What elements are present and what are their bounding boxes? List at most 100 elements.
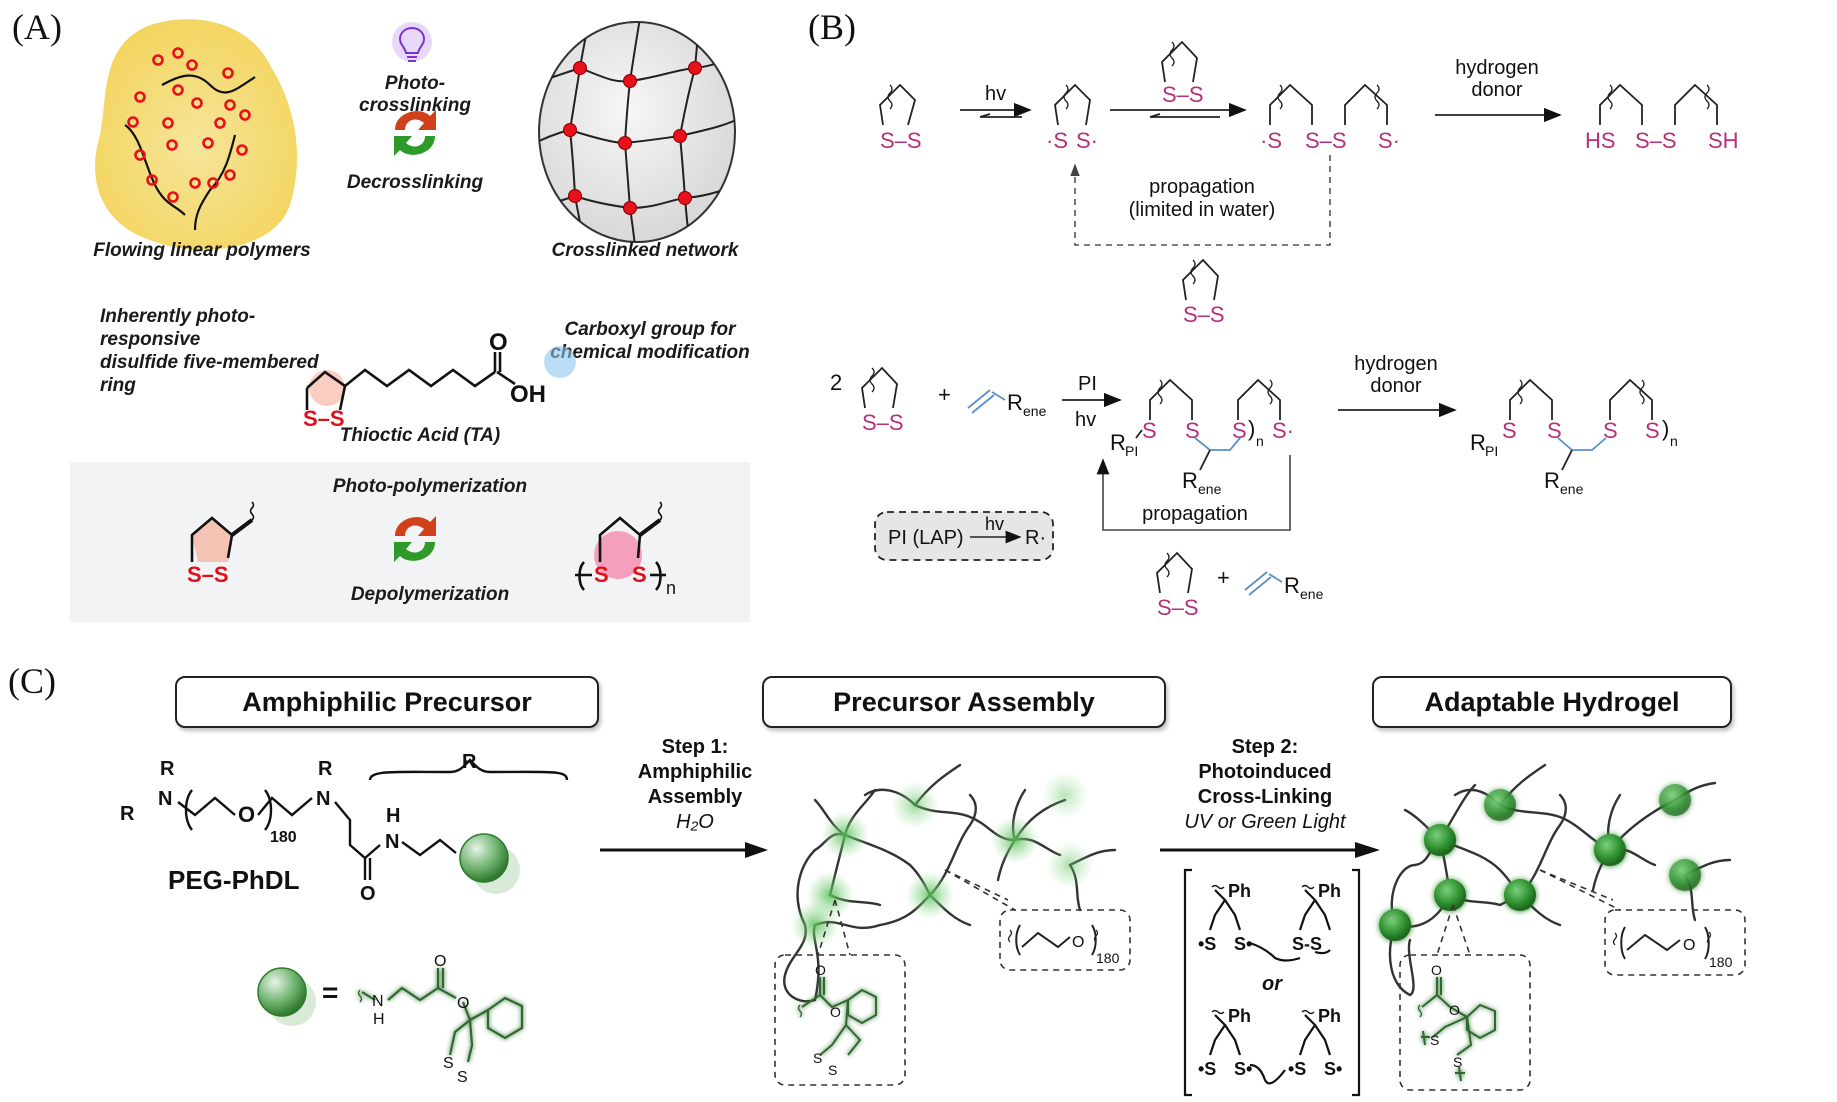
product-rene: R bbox=[1544, 468, 1560, 493]
product-s3: S bbox=[1603, 418, 1618, 443]
legend-h: H bbox=[373, 1011, 385, 1028]
product-disulfide: S–S bbox=[1635, 128, 1677, 153]
hydrogen-donor-label-2b: donor bbox=[1370, 375, 1421, 397]
hydrogel-peg-o: O bbox=[1683, 937, 1695, 954]
assembly-peg-180: 180 bbox=[1096, 950, 1120, 966]
ring-note: Inherently photo-responsive disulfide fi… bbox=[100, 305, 340, 397]
thiyl-radical-left: ·S bbox=[1046, 128, 1068, 153]
r-group-3: R bbox=[318, 758, 333, 780]
step2-line2: Photoinduced bbox=[1198, 761, 1332, 783]
assembly-carbonyl-o: O bbox=[815, 962, 826, 978]
precursor-assembly-title: Precursor Assembly bbox=[762, 676, 1166, 728]
carboxyl-note-line1: Carboxyl group for bbox=[564, 319, 736, 340]
radical-s-5: •S bbox=[1288, 1059, 1306, 1079]
panel-b-label: (B) bbox=[808, 7, 856, 47]
polydisulfide-structure: S S n bbox=[575, 501, 676, 598]
pi-label: PI bbox=[1078, 373, 1097, 395]
chain-s1: S bbox=[1142, 418, 1157, 443]
hydrogel-peg-180: 180 bbox=[1709, 954, 1733, 970]
photo-polymerization-label: Photo-polymerization bbox=[332, 476, 528, 497]
chain-s3: S bbox=[1232, 418, 1247, 443]
n-atom-2: N bbox=[316, 788, 330, 810]
lap-product: R· bbox=[1025, 527, 1046, 549]
precursor-assembly-network: O O S S O 180 bbox=[774, 763, 1131, 1086]
alkene-r-sub: ene bbox=[1023, 403, 1047, 419]
product-s4: S bbox=[1645, 418, 1660, 443]
carboxyl-note: Carboxyl group for chemical modification bbox=[535, 318, 765, 364]
hv-label-2: hv bbox=[1075, 409, 1096, 431]
propagation-label: propagation bbox=[1142, 503, 1248, 525]
oxygen-atom: O bbox=[489, 329, 508, 356]
lap-box bbox=[874, 511, 1054, 561]
radical-s-6: S• bbox=[1324, 1059, 1342, 1079]
hydroxyl-label: OH bbox=[510, 381, 546, 408]
crosslink-mechanism-bracket: Ph Ph •S S• S-S or Ph Ph •S S• •S S• bbox=[1183, 868, 1361, 1097]
radical-s-3: •S bbox=[1198, 1059, 1216, 1079]
product-rpi-sub: PI bbox=[1485, 443, 1498, 459]
step1-line2: Amphiphilic bbox=[637, 761, 753, 783]
ring-note-line1: Inherently photo-responsive bbox=[100, 306, 256, 350]
chain-radical: S· bbox=[1272, 418, 1294, 443]
step2-line3: Cross-Linking bbox=[1197, 786, 1333, 808]
r-brace-label: R bbox=[462, 751, 477, 773]
ph-3: Ph bbox=[1228, 1006, 1251, 1026]
polymer-solution-blob bbox=[95, 19, 298, 250]
assembly-s1: S bbox=[813, 1050, 822, 1066]
chain-n: n bbox=[1256, 433, 1264, 449]
thiol-left: HS bbox=[1585, 128, 1616, 153]
step2-condition: UV or Green Light bbox=[1184, 811, 1346, 833]
crosslink-nodes bbox=[563, 61, 702, 215]
lap-reagent: PI (LAP) bbox=[888, 527, 964, 549]
disulfide-label: S–S bbox=[303, 406, 345, 431]
plus-sign-1: + bbox=[938, 382, 951, 407]
flowing-polymers-illustration bbox=[95, 19, 298, 250]
poly-sulfur-2: S bbox=[632, 562, 647, 587]
equals-sign: = bbox=[322, 977, 338, 1008]
rpi-sub: PI bbox=[1125, 443, 1138, 459]
r-group-1: R bbox=[160, 758, 175, 780]
amide-n: N bbox=[385, 831, 399, 853]
chain-paren: ) bbox=[1248, 416, 1255, 441]
amide-h: H bbox=[386, 805, 400, 827]
ph-1: Ph bbox=[1228, 881, 1251, 901]
ring-note-line2: disulfide five-membered ring bbox=[100, 352, 319, 396]
hydrogel-s2: S bbox=[1453, 1054, 1462, 1070]
polymer-name: PEG-PhDL bbox=[168, 865, 300, 895]
or-label: or bbox=[1262, 973, 1283, 995]
hydrogel-ester-o: O bbox=[1449, 1002, 1460, 1018]
legend-s1: S bbox=[443, 1055, 454, 1072]
adaptable-hydrogel-network: O O S S O 180 bbox=[1379, 763, 1746, 1091]
dimer-radical-right: S· bbox=[1378, 128, 1400, 153]
product-rpi: R bbox=[1470, 430, 1486, 455]
ph-4: Ph bbox=[1318, 1006, 1341, 1026]
repeat-n: n bbox=[666, 578, 676, 598]
step1-line1: Step 1: bbox=[661, 736, 729, 758]
assembly-ester-o: O bbox=[830, 1004, 841, 1020]
step1-label: Step 1: Amphiphilic Assembly H₂O bbox=[615, 735, 775, 835]
step1-condition: H₂O bbox=[676, 811, 714, 833]
chain-rene: R bbox=[1182, 468, 1198, 493]
step2-label: Step 2: Photoinduced Cross-Linking UV or… bbox=[1165, 735, 1365, 835]
radical-s-1: •S bbox=[1198, 934, 1216, 954]
thiol-right: SH bbox=[1708, 128, 1739, 153]
flowing-polymers-label: Flowing linear polymers bbox=[93, 240, 311, 261]
propagation-disulfide: S–S bbox=[1157, 595, 1199, 620]
ring-ss: S-S bbox=[1292, 934, 1322, 954]
product-s2: S bbox=[1547, 418, 1562, 443]
legend-ester-o: O bbox=[457, 995, 469, 1012]
reactant-disulfide: S–S bbox=[862, 410, 904, 435]
sulfur-pair-3: S–S bbox=[1183, 302, 1225, 327]
phdl-sphere bbox=[459, 833, 509, 883]
propagation-limited-label-1: propagation bbox=[1149, 176, 1255, 198]
panel-a-label: (A) bbox=[12, 7, 62, 47]
hv-label-1: hv bbox=[985, 83, 1006, 105]
assembly-peg-o: O bbox=[1072, 934, 1084, 951]
monomer-disulfide-label: S–S bbox=[187, 562, 229, 587]
plus-sign-2: + bbox=[1217, 565, 1230, 590]
panel-c-label: (C) bbox=[8, 661, 56, 701]
hydrogel-carbonyl-o: O bbox=[1431, 962, 1442, 978]
sulfur-pair-2: S–S bbox=[1162, 82, 1204, 107]
r-group-2: R bbox=[120, 803, 135, 825]
propagation-rene-sub: ene bbox=[1300, 586, 1324, 602]
photo-crosslinking-label: Photo-crosslinking bbox=[359, 73, 471, 116]
